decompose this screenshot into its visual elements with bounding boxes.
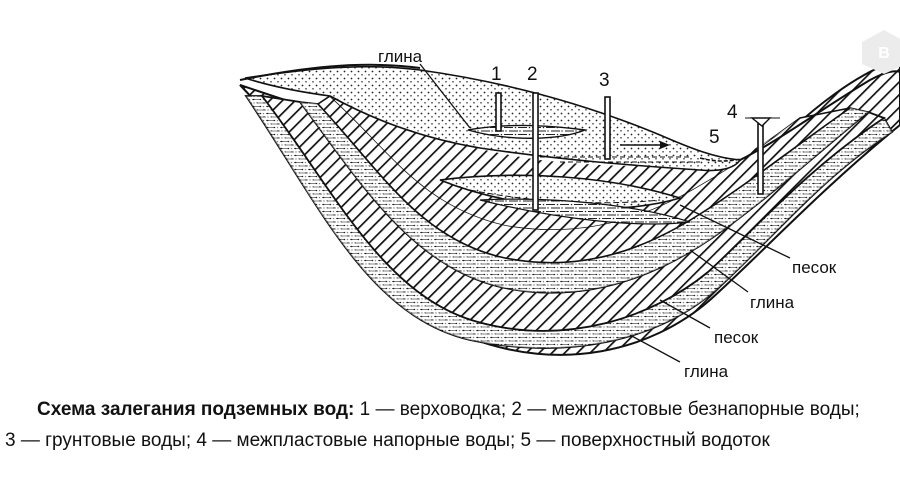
leader-clay-bottom bbox=[629, 334, 681, 363]
svg-text:B: B bbox=[878, 45, 890, 62]
surface-stream bbox=[699, 157, 746, 162]
label-well-1: 1 bbox=[491, 64, 502, 85]
caption-line-1-rest: 1 — верховодка; 2 — межпластовые безнапо… bbox=[359, 399, 860, 420]
label-sand-outer: песок bbox=[714, 328, 759, 347]
leader-sand-outer bbox=[659, 299, 711, 329]
caption-line-2: 3 — грунтовые воды; 4 — межпластовые нап… bbox=[5, 430, 770, 451]
leader-clay-middle bbox=[689, 249, 749, 293]
outer-sand-water bbox=[246, 96, 892, 348]
top-dotted-soil bbox=[244, 65, 742, 172]
label-clay-bottom: глина bbox=[684, 362, 729, 381]
well-4 bbox=[757, 123, 764, 195]
left-surface bbox=[239, 63, 421, 81]
caption-line-1: Схема залегания подземных вод: 1 — верхо… bbox=[37, 394, 900, 425]
well-3 bbox=[604, 96, 611, 160]
cross-section-svg: глина 1 2 3 4 5 песок глина песок глина bbox=[239, 47, 900, 381]
watermark-logo-icon: B bbox=[862, 30, 900, 74]
label-marker-5: 5 bbox=[709, 127, 720, 148]
leader-sand-inner bbox=[679, 204, 791, 259]
label-well-4: 4 bbox=[727, 102, 738, 123]
caption-title: Схема залегания подземных вод: bbox=[37, 399, 355, 420]
groundwater-cross-section: глина 1 2 3 4 5 песок глина песок глина bbox=[239, 47, 900, 381]
well-1 bbox=[495, 92, 502, 132]
right-slope bbox=[739, 70, 900, 161]
core-clay-fill bbox=[330, 96, 800, 230]
label-sand-inner: песок bbox=[792, 258, 837, 277]
label-clay-top: глина bbox=[378, 47, 423, 66]
flow-arrow-head bbox=[660, 141, 670, 149]
inner-sand-water bbox=[300, 102, 868, 293]
label-well-3: 3 bbox=[599, 70, 610, 91]
figure-caption: Схема залегания подземных вод: 1 — верхо… bbox=[5, 394, 900, 456]
well-4-cap bbox=[750, 117, 772, 127]
well-2 bbox=[532, 92, 539, 211]
label-clay-middle: глина bbox=[750, 293, 795, 312]
label-well-2: 2 bbox=[527, 64, 538, 85]
leader-clay-top bbox=[419, 63, 471, 129]
